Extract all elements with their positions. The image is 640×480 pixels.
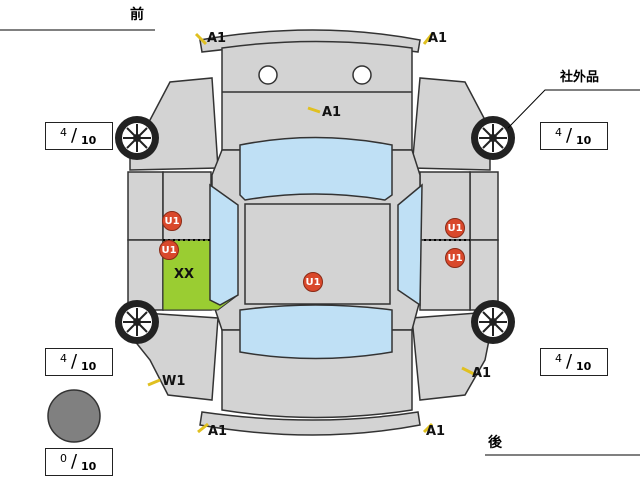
- mark-xx: XX: [174, 267, 195, 282]
- left-front-door: [127, 171, 164, 241]
- tread-value: 4: [555, 352, 562, 365]
- wheel-front-left: [115, 116, 159, 160]
- mark-w1: W1: [162, 374, 186, 389]
- wheel-rear-right: [471, 300, 515, 344]
- u1-marker-left-lower: U1: [159, 240, 179, 260]
- mark-a1-front-left: A1: [207, 31, 227, 46]
- rear-label: 後: [488, 435, 502, 451]
- tread-unit: 10: [81, 134, 97, 147]
- tread-gauge-front-right: 4 / 10: [540, 122, 608, 150]
- tread-value: 4: [555, 126, 562, 139]
- rear-bumper: [199, 411, 421, 436]
- u1-marker-right-upper: U1: [445, 218, 465, 238]
- right-front-window: [397, 183, 423, 307]
- u1-marker-right-lower: U1: [445, 248, 465, 268]
- tread-unit: 10: [576, 360, 592, 373]
- u1-marker-roof: U1: [303, 272, 323, 292]
- right-rear-door: [469, 239, 499, 311]
- aftermarket-label: 社外品: [560, 70, 600, 85]
- mark-a1-hood: A1: [322, 105, 342, 120]
- left-rear-door: [127, 239, 164, 311]
- mark-a1-rear-right-fender: A1: [472, 366, 492, 381]
- mark-a1-front-right: A1: [428, 31, 448, 46]
- tread-gauge-front-left: 4 / 10: [45, 122, 113, 150]
- tread-value: 0: [60, 452, 67, 465]
- tread-gauge-spare: 0 / 10: [45, 448, 113, 476]
- wheel-rear-left: [115, 300, 159, 344]
- tread-value: 4: [60, 126, 67, 139]
- tread-gauge-rear-right: 4 / 10: [540, 348, 608, 376]
- front-label: 前: [130, 7, 144, 23]
- right-front-door: [469, 171, 499, 241]
- tread-unit: 10: [576, 134, 592, 147]
- mark-a1-rear-right: A1: [426, 424, 446, 439]
- u1-marker-left-upper: U1: [162, 211, 182, 231]
- windshield: [239, 136, 393, 201]
- tread-value: 4: [60, 352, 67, 365]
- tread-gauge-rear-left: 4 / 10: [45, 348, 113, 376]
- callout-leader: [507, 89, 640, 129]
- rear-window: [239, 304, 393, 360]
- left-headlamp: [258, 65, 278, 85]
- tread-unit: 10: [81, 360, 97, 373]
- wheel-front-right: [471, 116, 515, 160]
- tread-unit: 10: [81, 460, 97, 473]
- spare-tire: [47, 389, 101, 443]
- mark-a1-rear-left: A1: [208, 424, 228, 439]
- left-front-window: [209, 183, 239, 306]
- right-headlamp: [352, 65, 372, 85]
- hood: [221, 40, 413, 151]
